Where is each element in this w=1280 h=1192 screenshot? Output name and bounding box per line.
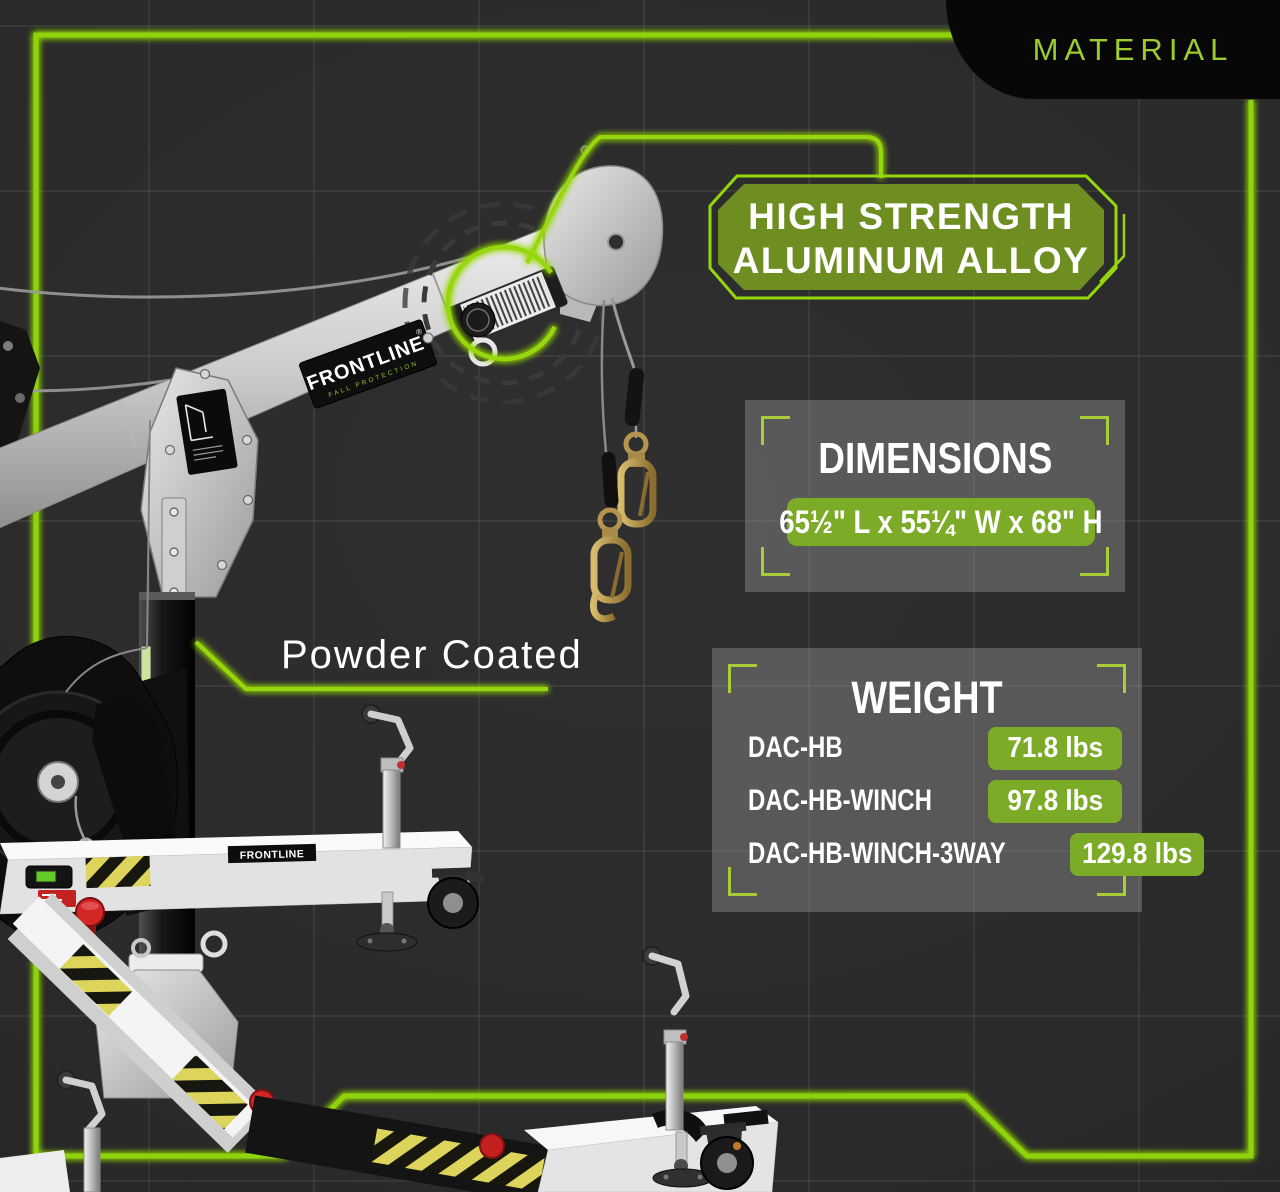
dimensions-value-badge: 65½" L x 55¼" W x 68" H [779,498,1103,546]
weight-value: 97.8 lbs [1007,784,1103,817]
left-bracket [0,320,40,452]
weight-value: 129.8 lbs [1082,837,1193,870]
snap-hook-lower [589,528,632,623]
caster-front [699,1121,754,1190]
registered-mark: ® [415,327,424,338]
highlight-ring [445,244,563,362]
model-label: DAC-HB-WINCH-3WAY [748,837,1006,870]
dimensions-panel: DIMENSIONS 65½" L x 55¼" W x 68" H [745,400,1125,592]
level-indicator [25,865,73,889]
weight-badge: 129.8 lbs [1070,832,1205,876]
boom [0,216,593,529]
weight-row: DAC-HB-WINCH 97.8 lbs [748,779,1122,823]
alloy-badge: HIGH STRENGTH ALUMINUM ALLOY [708,174,1126,300]
weight-title: WEIGHT [712,672,1142,724]
corner-bracket [1080,547,1109,576]
corner-bracket [761,547,790,576]
cross-beam [245,1095,580,1192]
boom-bolt [422,332,434,344]
alloy-line1: HIGH STRENGTH [748,196,1074,237]
leveling-foot-rear [356,891,418,952]
spec-label [176,388,238,475]
model-label: DAC-HB [748,731,843,764]
weight-panel: WEIGHT DAC-HB 71.8 lbs DAC-HB-WINCH 97.8… [712,648,1205,912]
red-dot-sticker [479,1133,505,1159]
beam-brand-sticker: FRONTLINE [227,843,317,864]
corner-bracket [761,416,790,445]
weight-badge: 71.8 lbs [988,726,1122,770]
alloy-line2: ALUMINUM ALLOY [733,240,1090,281]
davit-crane: FRONTLINE ® FALL PROTECTION [0,145,779,1192]
callout-graphics [194,135,883,691]
boom-shackle [468,337,498,367]
corner-bracket [1097,664,1126,693]
weight-title-text: WEIGHT [851,672,1003,723]
jack-rear [361,704,414,849]
alloy-callout-line [525,135,883,264]
dimensions-title-text: DIMENSIONS [817,434,1053,483]
rear-beam: FRONTLINE [0,831,473,936]
corner-bracket [1080,416,1109,445]
winch-handle [92,698,179,877]
dimensions-title: DIMENSIONS [745,434,1125,484]
caster-rear [427,867,485,929]
red-knob [75,897,105,936]
snap-hook-upper [617,452,657,528]
hook-assemblies [589,297,657,623]
model-label: DAC-HB-WINCH [748,784,932,817]
weight-row: DAC-HB 71.8 lbs [748,726,1122,770]
corner-bracket [728,867,757,896]
brand-disc-logo [460,302,496,338]
neon-frame [33,32,1254,1159]
front-left-beam [7,893,275,1153]
dimensions-value: 65½" L x 55¼" W x 68" H [779,503,1103,540]
material-tab-label: MATERIAL [1032,31,1234,67]
powder-callout-line [194,640,548,691]
weight-badge: 97.8 lbs [988,779,1122,823]
weight-row: DAC-HB-WINCH-3WAY 129.8 lbs [748,832,1205,876]
beam-brand-text: FRONTLINE [240,848,305,862]
corner-bracket [728,664,757,693]
weight-value: 71.8 lbs [1007,731,1103,764]
material-tab: MATERIAL [946,0,1280,99]
corner-bracket [1097,867,1126,896]
jack-left [0,1070,106,1192]
shackle [131,938,151,958]
jack-front [642,946,690,1131]
winch-cable [65,419,151,693]
powder-coated-label: Powder Coated [281,633,583,677]
eye-bolt [200,930,228,958]
